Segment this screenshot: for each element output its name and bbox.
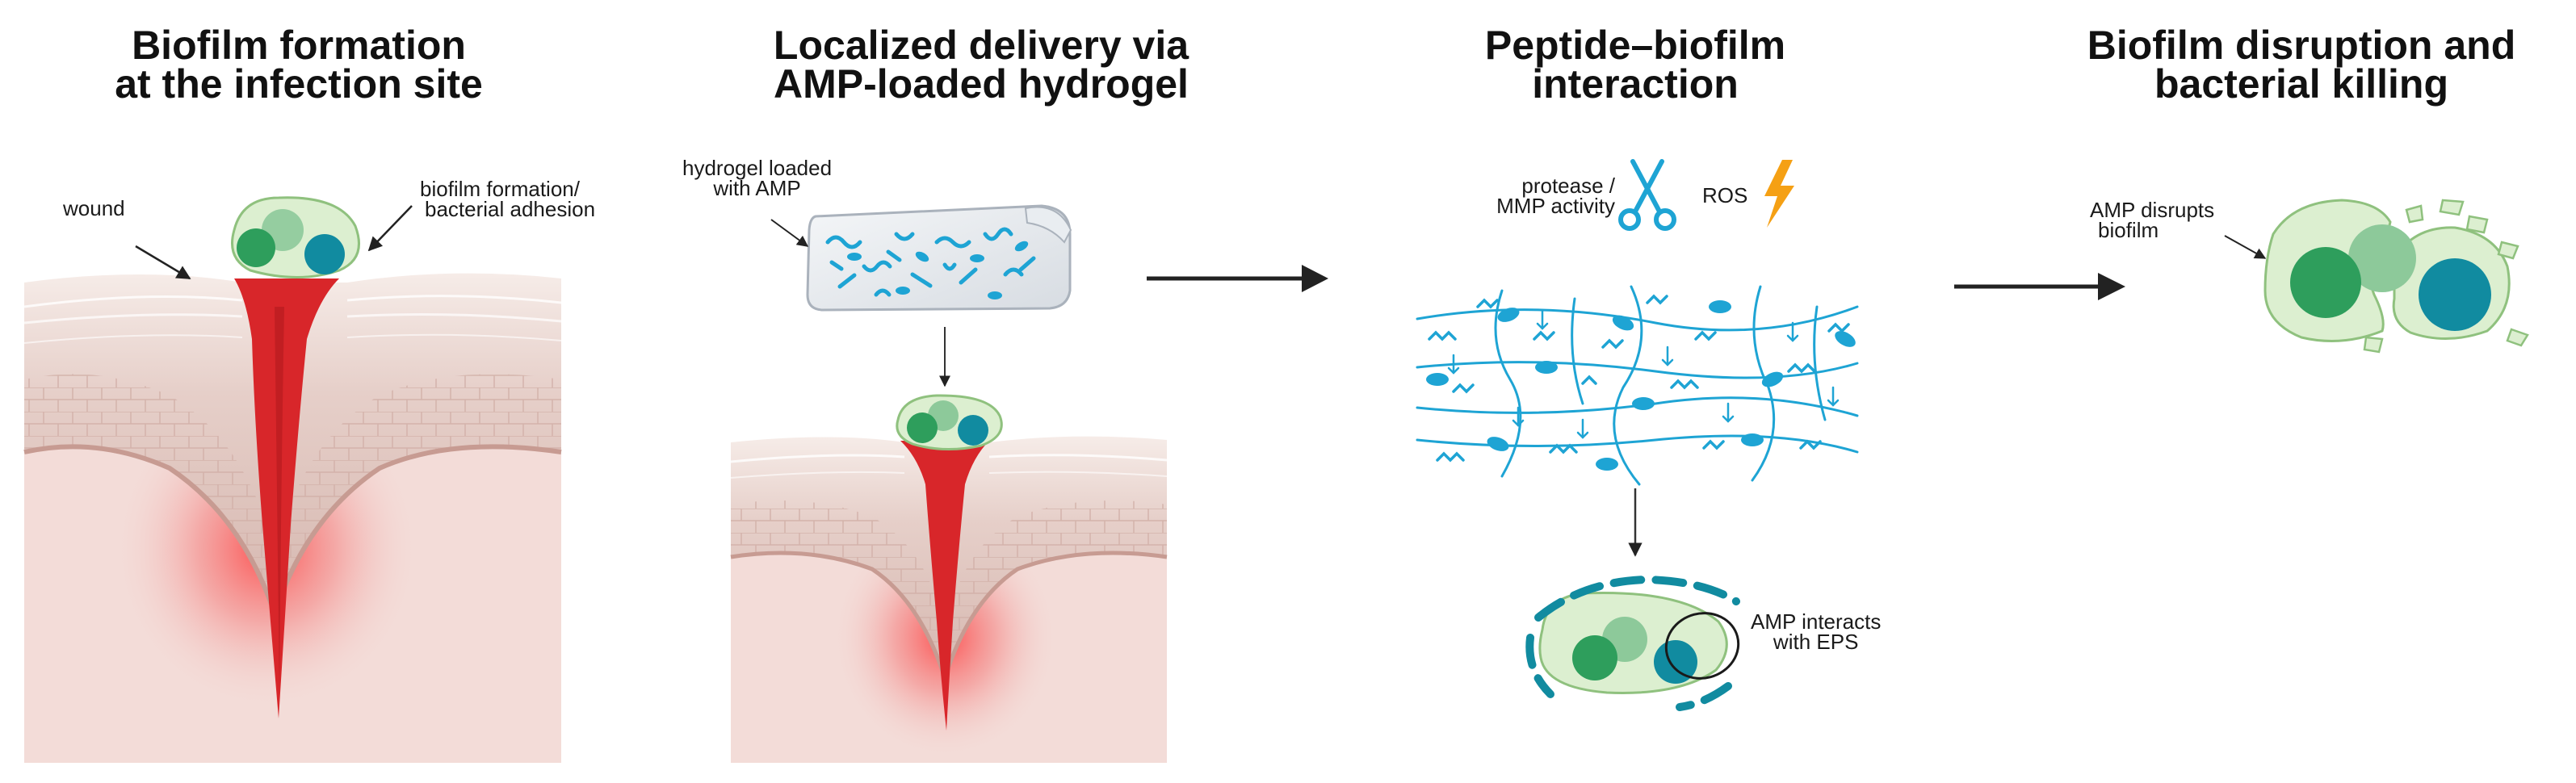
disrupt-label: AMP disrupts biofilm (2090, 198, 2215, 242)
ros-label: ROS (1702, 183, 1748, 207)
wound-label: wound (63, 196, 125, 220)
panel-2-title-line1: Localized delivery via (773, 23, 1189, 68)
biofilm-label-line2: bacterial adhesion (425, 197, 596, 221)
hydrogel-patch (806, 204, 1072, 312)
protease-label-line1: protease / (1521, 174, 1615, 198)
panel-2-title-line2: AMP-loaded hydrogel (774, 61, 1189, 107)
panel-3-title-line1: Peptide–biofilm (1484, 23, 1786, 68)
wound-channel-2 (900, 441, 989, 731)
biofilm-label-line1: biofilm formation/ (420, 177, 580, 201)
hydrogel-label-line2: with AMP (713, 176, 801, 200)
disrupted-biofilm (2263, 199, 2529, 354)
lightning-icon (1764, 160, 1794, 228)
arrow-icon (2098, 273, 2125, 300)
biofilm-colony-2 (896, 394, 1003, 450)
eps-label-line1: AMP interacts (1751, 609, 1882, 634)
hydrogel-pointer (770, 219, 809, 247)
disrupt-label-line2: biofilm (2098, 218, 2159, 242)
peptide-network (1416, 285, 1859, 486)
protease-label: protease / MMP activity (1462, 174, 1615, 218)
skin-section-2 (730, 436, 1168, 763)
panel-1-title-line2: at the infection site (115, 61, 483, 107)
biofilm-pointer (367, 205, 413, 252)
arrow-icon (1302, 265, 1328, 292)
wound-highlight-1 (275, 307, 284, 694)
panel-1-title: Biofilm formation at the infection site (32, 23, 565, 107)
panel-4-title: Biofilm disruption and bacterial killing (2043, 23, 2560, 107)
disrupt-pointer (2224, 235, 2267, 259)
hydrogel-label: hydrogel loaded with AMP (682, 156, 833, 200)
hydrogel-label-line1: hydrogel loaded (682, 156, 833, 180)
disrupt-label-line1: AMP disrupts (2090, 198, 2215, 222)
eps-label-line2: with EPS (1773, 630, 1859, 654)
wound-pointer (135, 245, 191, 280)
peptide-beads (1426, 300, 1856, 471)
scissors-icon (1618, 159, 1676, 231)
panel-1-title-line1: Biofilm formation (132, 23, 466, 68)
panel-3-title-line2: interaction (1532, 61, 1739, 107)
eps-label: AMP interacts with EPS (1751, 609, 1882, 654)
wound-channel-1 (234, 278, 339, 718)
panel-4-title-line1: Biofilm disruption and (2087, 23, 2516, 68)
panel-2-title: Localized delivery via AMP-loaded hydrog… (707, 23, 1256, 107)
protease-label-line2: MMP activity (1496, 194, 1615, 218)
panel-4-title-line2: bacterial killing (2154, 61, 2448, 107)
panel-3-title: Peptide–biofilm interaction (1381, 23, 1890, 107)
biofilm-colony-1 (231, 196, 360, 278)
biofilm-formation-label: biofilm formation/ bacterial adhesion (420, 177, 596, 221)
eps-interaction-colony (1525, 575, 1740, 711)
